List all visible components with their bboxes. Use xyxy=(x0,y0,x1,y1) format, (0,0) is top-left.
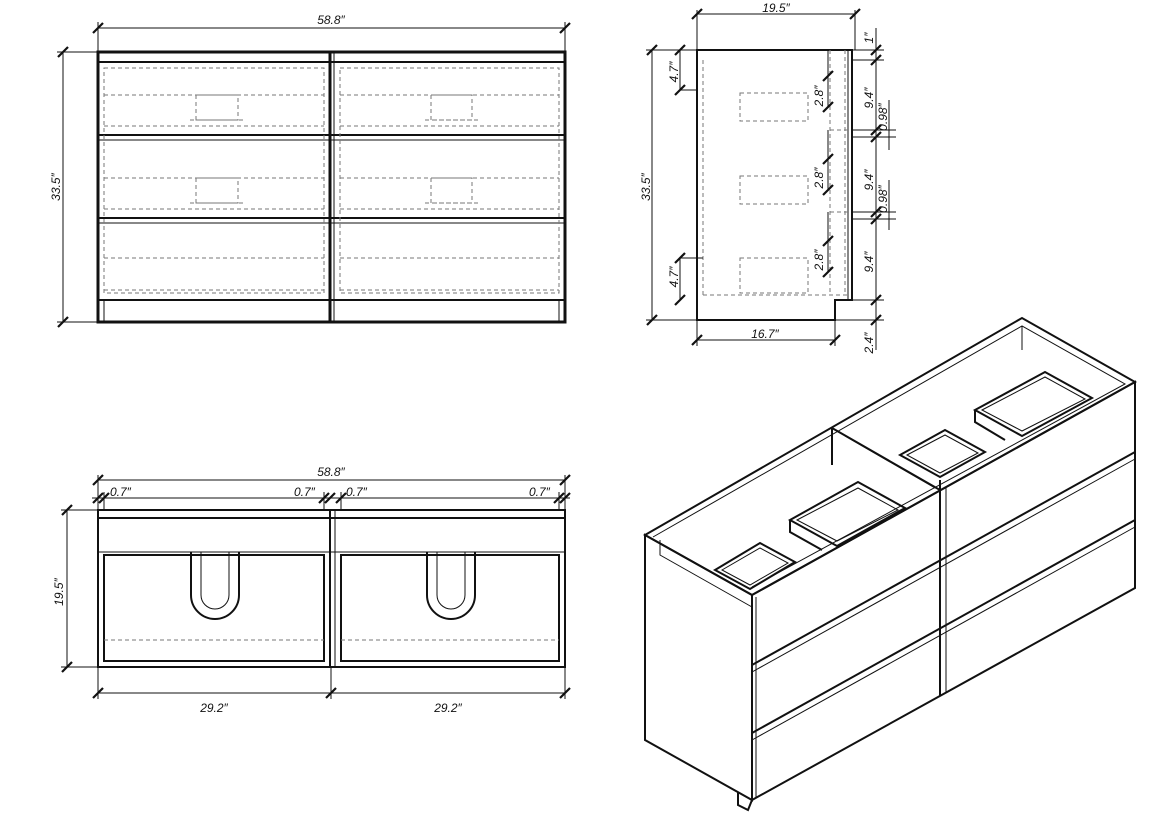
basin-left xyxy=(103,554,325,662)
iso-sink-right xyxy=(897,370,1095,479)
top-width-label: 58.8″ xyxy=(317,465,345,479)
front-height-dimension: 33.5″ xyxy=(49,46,98,328)
edge-label-3: 0.7″ xyxy=(346,485,368,499)
gap-label-2: 0.98″ xyxy=(876,184,890,212)
front-width-label: 58.8″ xyxy=(317,13,345,27)
handle-label-1: 2.8″ xyxy=(812,85,826,108)
half-width-label-left: 29.2″ xyxy=(199,701,228,715)
edge-label-4: 0.7″ xyxy=(529,485,551,499)
sink-bowl-hidden xyxy=(190,94,478,204)
iso-drawer-seam-2 xyxy=(751,519,1136,734)
front-height-label: 33.5″ xyxy=(49,172,63,200)
side-depth-label: 19.5″ xyxy=(762,1,790,15)
top-outline xyxy=(97,509,566,668)
base-depth-label: 16.7″ xyxy=(751,327,779,341)
base-depth-dimension: 16.7″ xyxy=(691,320,841,346)
side-height-dimension: 33.5″ xyxy=(639,44,697,326)
offset-dimension-upper: 4.7″ xyxy=(667,44,697,96)
top-view: 58.8″ 0.7″ 0.7″ 0.7″ 0.7″ xyxy=(52,465,571,715)
right-dimension-chain: 1″ 9.4″ 0.98″ 9.4″ 0.98″ 9.4″ xyxy=(852,28,896,306)
front-view: 58.8″ 33.5″ xyxy=(49,13,571,328)
drawer-height-label-2: 9.4″ xyxy=(862,169,876,191)
offset-label-lower: 4.7″ xyxy=(667,266,681,288)
handle-dimension-3: 2.8″ xyxy=(812,212,834,278)
offset-dimension-lower: 4.7″ xyxy=(667,252,703,306)
gap-label-1: 0.98″ xyxy=(876,102,890,130)
iso-front-face xyxy=(751,380,1136,802)
top-depth-label: 19.5″ xyxy=(52,577,66,605)
offset-label-upper: 4.7″ xyxy=(667,61,681,83)
toe-kick-dimension: 2.4″ xyxy=(835,305,884,354)
iso-side-face xyxy=(644,533,753,802)
side-outline xyxy=(696,49,853,321)
iso-drawer-seam-1 xyxy=(751,451,1136,666)
handle-label-3: 2.8″ xyxy=(812,249,826,272)
top-depth-dimension: 19.5″ xyxy=(52,504,98,673)
plumbing-cutout-left xyxy=(190,552,240,620)
edge-label-1: 0.7″ xyxy=(110,485,132,499)
toe-kick-label: 2.4″ xyxy=(862,332,876,355)
iso-sink-left xyxy=(712,480,908,591)
iso-top xyxy=(642,316,1138,597)
plumbing-cutout-right xyxy=(426,552,476,620)
side-view: 19.5″ 33.5″ 4.7″ 4.7″ xyxy=(639,1,896,354)
half-width-dimensions: 29.2″ 29.2″ xyxy=(92,667,571,715)
edge-dimensions: 0.7″ 0.7″ 0.7″ 0.7″ xyxy=(92,485,571,510)
top-width-dimension: 58.8″ xyxy=(92,465,571,510)
half-width-label-right: 29.2″ xyxy=(433,701,462,715)
top-thickness-label: 1″ xyxy=(862,32,876,44)
drawer-height-label-1: 9.4″ xyxy=(862,87,876,109)
edge-label-2: 0.7″ xyxy=(294,485,316,499)
handle-dimension-2: 2.8″ xyxy=(812,130,834,196)
front-width-dimension: 58.8″ xyxy=(92,13,571,52)
handle-label-2: 2.8″ xyxy=(812,167,826,190)
basin-right xyxy=(340,554,560,662)
handle-dimension-1: 2.8″ xyxy=(812,50,834,113)
drawer-height-label-3: 9.4″ xyxy=(862,251,876,273)
isometric-view xyxy=(642,316,1138,812)
side-height-label: 33.5″ xyxy=(639,172,653,200)
side-depth-dimension: 19.5″ xyxy=(691,1,861,50)
